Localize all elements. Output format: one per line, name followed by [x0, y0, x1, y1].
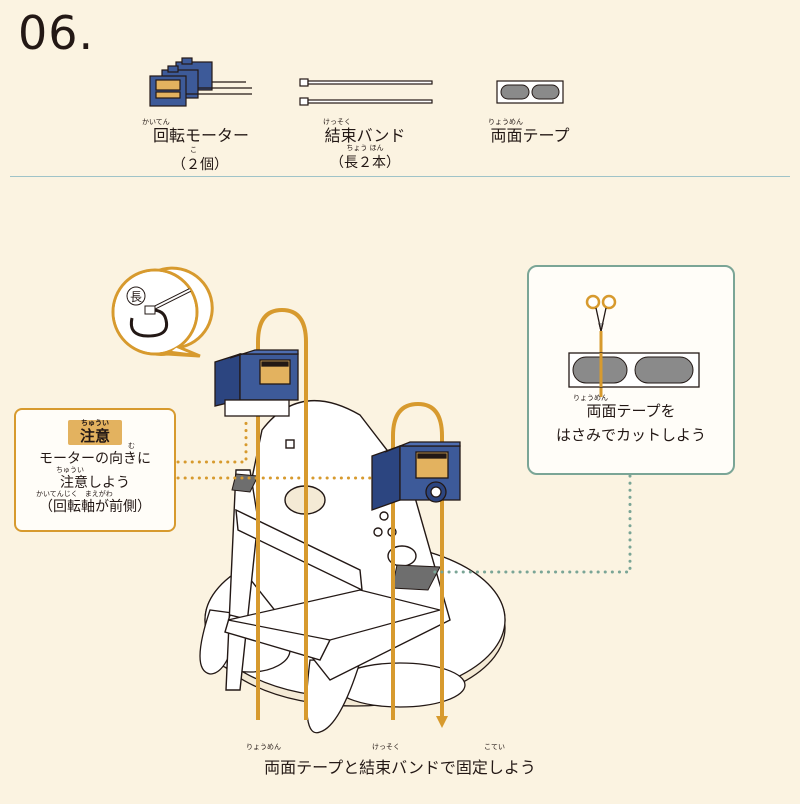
caution-callout: ちゅうい 注意 む モーターの向きに ちゅうい 注意しよう かいてんじく まえが…	[14, 408, 176, 532]
cable-tie-inset: 長	[111, 266, 214, 358]
servo-motor-1	[214, 349, 299, 417]
leader-lines	[176, 418, 632, 574]
part-label-motor: かいてん 回転モーター	[142, 118, 249, 145]
caution-body: む モーターの向きに ちゅうい 注意しよう かいてんじく まえがわ （回転軸が前…	[36, 442, 151, 516]
divider	[10, 176, 790, 177]
tape-cut-illustration	[568, 294, 700, 397]
tape-piece-left	[231, 473, 259, 493]
part-label-tape: りょうめん 両面テープ	[488, 118, 570, 145]
parts-list: かいてん 回転モーター こ （２個） けっそく 結束バンド ちょう ほん （長２…	[0, 0, 800, 180]
inset-length-label: 長	[130, 290, 142, 304]
cable-tie-paths	[256, 307, 444, 720]
arrow-head	[436, 716, 448, 728]
tape-tip-callout: りょうめん 両面テープを はさみでカットしよう	[527, 265, 735, 475]
tape-tip-text: りょうめん 両面テープを はさみでカットしよう	[555, 394, 706, 445]
scissors-icon	[585, 294, 617, 332]
part-label-cable-tie: けっそく 結束バンド	[323, 118, 406, 145]
double-sided-tape-icon	[496, 80, 564, 104]
part-qty-motor: こ （２個）	[172, 146, 228, 173]
cable-tie-icon	[299, 78, 433, 106]
servo-motor-2	[371, 441, 461, 511]
part-qty-cable-tie: ちょう ほん （長２本）	[330, 144, 400, 171]
footer-caption: りょうめん けっそく こてい 両面テープと結束バンドで固定しよう	[246, 743, 536, 778]
step-number: 06.	[18, 6, 95, 60]
side-frame	[224, 469, 363, 691]
servo-motor-icon	[149, 57, 252, 107]
caution-title: ちゅうい 注意	[67, 420, 122, 445]
